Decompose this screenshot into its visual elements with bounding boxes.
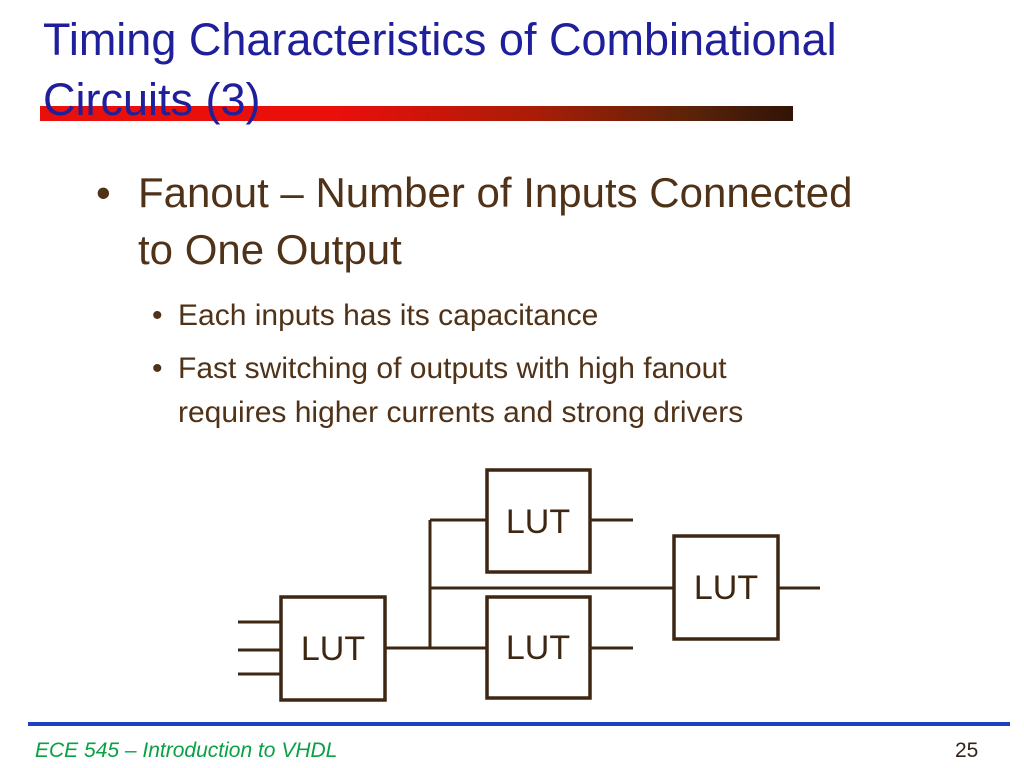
- footer-course-label: ECE 545 – Introduction to VHDL: [35, 739, 338, 762]
- bullet-text: Fanout – Number of Inputs Connected to O…: [138, 169, 853, 273]
- bullet-item-fanout: • Fanout – Number of Inputs Connected to…: [96, 164, 966, 278]
- lut-box: [279, 595, 387, 702]
- lut-label: LUT: [506, 503, 570, 541]
- sub-bullet-item-capacitance: • Each inputs has its capacitance: [152, 294, 852, 338]
- bullet-icon: •: [152, 352, 163, 385]
- bullet-text: Each inputs has its capacitance: [178, 299, 599, 332]
- lut-label: LUT: [301, 630, 365, 668]
- title-underline-rule: [40, 106, 793, 121]
- bullet-icon: •: [152, 299, 163, 332]
- lut-box: [485, 468, 592, 574]
- page-title: Timing Characteristics of Combinational …: [43, 14, 837, 125]
- bullet-icon: •: [96, 169, 111, 216]
- page-number: 25: [955, 739, 979, 762]
- lut-box: [485, 595, 592, 700]
- lut-label: LUT: [506, 629, 570, 667]
- lut-box: [672, 534, 780, 641]
- sub-bullet-item-switching: • Fast switching of outputs with high fa…: [152, 347, 852, 435]
- lut-label: LUT: [694, 569, 758, 607]
- footer-divider: [28, 722, 1010, 726]
- bullet-text: Fast switching of outputs with high fano…: [178, 352, 744, 429]
